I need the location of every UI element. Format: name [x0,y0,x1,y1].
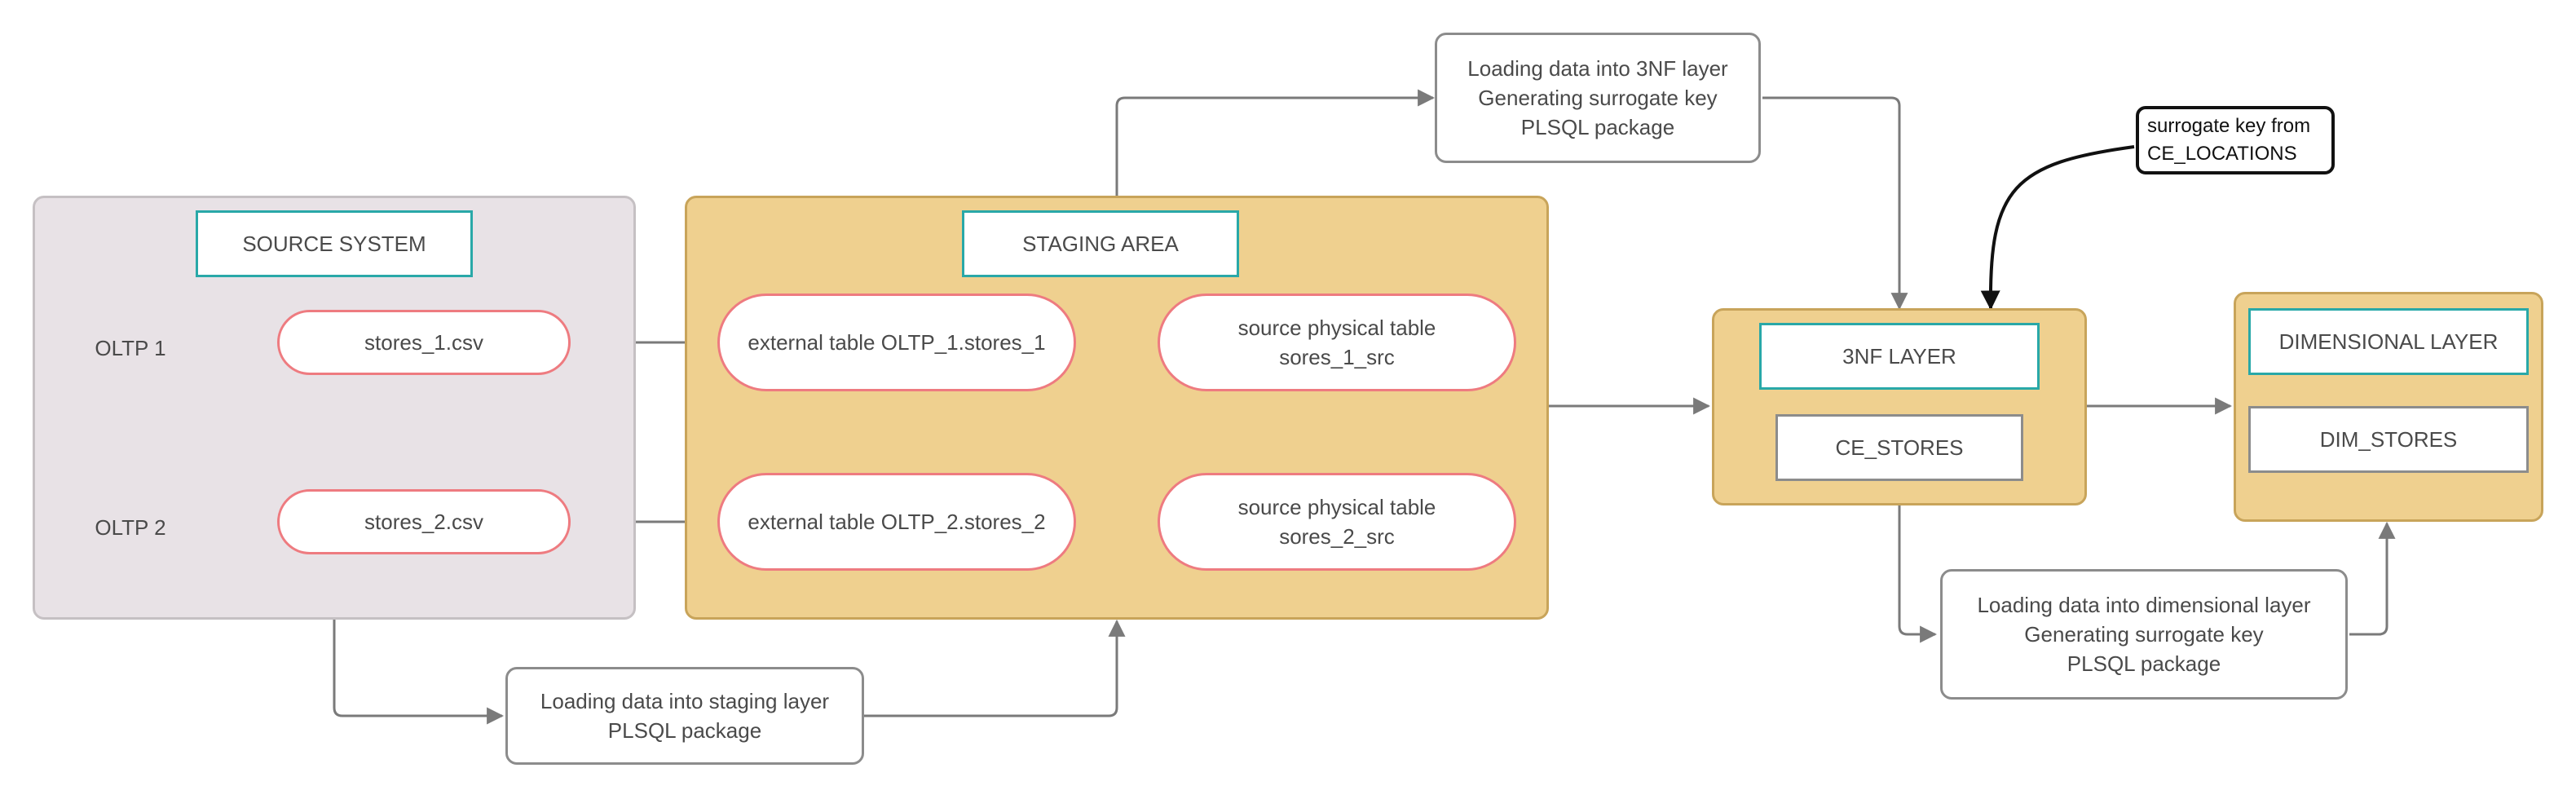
arrow-dim-note-to-dim [2349,521,2396,636]
dimensional-layer-title: DIMENSIONAL LAYER [2248,308,2529,375]
file-stores-1: stores_1.csv [277,310,571,375]
staging-area-title: STAGING AREA [962,210,1239,277]
surrogate-key-callout: surrogate key from CE_LOCATIONS [2136,106,2335,174]
dim-load-line3: PLSQL package [2067,651,2221,676]
phys2-line2: sores_2_src [1279,524,1395,549]
phys2-line1: source physical table [1237,495,1436,519]
ce-stores-table: CE_STORES [1775,414,2023,481]
dim-load-line1: Loading data into dimensional layer [1977,593,2311,617]
arrow-3nf-note-to-3nf [1762,96,1908,311]
source-physical-table-2: source physical table sores_2_src [1158,473,1516,571]
nf3-load-line2: Generating surrogate key [1478,86,1718,110]
nf3-load-note: Loading data into 3NF layer Generating s… [1435,33,1761,163]
external-table-oltp1: external table OLTP_1.stores_1 [717,294,1076,391]
arrow-staging-to-3nf-note [1115,89,1436,196]
arrow-source-to-staging-note [333,620,505,725]
staging-load-line1: Loading data into staging layer [540,689,830,713]
oltp1-label: OLTP 1 [95,336,166,360]
dim-load-line2: Generating surrogate key [2024,622,2264,647]
phys1-line1: source physical table [1237,316,1436,340]
callout-line1: surrogate key from [2147,115,2311,137]
arrow-3nf-to-dim-note [1898,505,1938,643]
source-physical-table-1: source physical table sores_1_src [1158,294,1516,391]
staging-load-line2: PLSQL package [607,718,762,743]
arrow-staging-note-to-staging [864,619,1126,717]
callout-line2: CE_LOCATIONS [2147,143,2297,165]
external-table-oltp2: external table OLTP_2.stores_2 [717,473,1076,571]
staging-load-note: Loading data into staging layer PLSQL pa… [505,667,864,765]
dim-stores-table: DIM_STORES [2248,406,2529,473]
nf3-layer-title: 3NF LAYER [1759,323,2040,390]
source-system-title: SOURCE SYSTEM [196,210,473,277]
phys1-line2: sores_1_src [1279,345,1395,369]
nf3-load-line3: PLSQL package [1520,115,1675,139]
arrow-callout-to-3nf [1980,145,2135,311]
file-stores-2: stores_2.csv [277,489,571,554]
dim-load-note: Loading data into dimensional layer Gene… [1940,569,2348,700]
nf3-load-line1: Loading data into 3NF layer [1467,56,1728,81]
oltp2-label: OLTP 2 [95,515,166,540]
